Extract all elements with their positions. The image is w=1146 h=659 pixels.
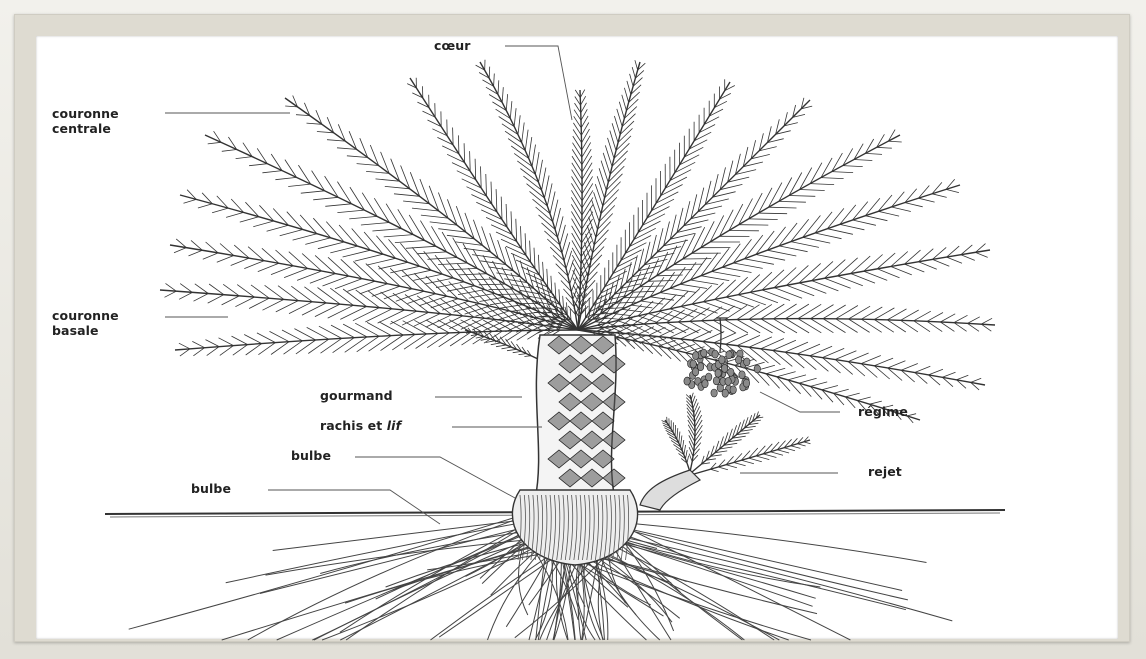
fruit-bunch	[684, 318, 761, 397]
label-couronne-basale-line1: couronne	[52, 309, 119, 323]
label-rachis-et-lif: rachis et lif	[320, 419, 401, 433]
label-couronne-basale-line2: basale	[52, 324, 99, 338]
offshoot-rejet	[640, 470, 700, 510]
label-bulbe-lower: bulbe	[191, 482, 231, 496]
label-couronne-centrale-line2: centrale	[52, 122, 111, 136]
label-rachis-prefix: rachis et	[320, 418, 382, 433]
label-rejet: rejet	[868, 465, 902, 479]
label-gourmand: gourmand	[320, 389, 393, 403]
label-bulbe-upper: bulbe	[291, 449, 331, 463]
leader-coeur	[505, 46, 572, 120]
leader-regime	[760, 392, 840, 412]
label-lif: lif	[387, 418, 401, 433]
label-regime: régime	[858, 405, 908, 419]
label-couronne-centrale-line1: couronne	[52, 107, 119, 121]
leader-bulbe-upper	[355, 457, 515, 498]
label-coeur: cœur	[434, 39, 471, 53]
palm-trunk	[512, 335, 637, 565]
leader-bulbe-lower	[268, 490, 440, 524]
